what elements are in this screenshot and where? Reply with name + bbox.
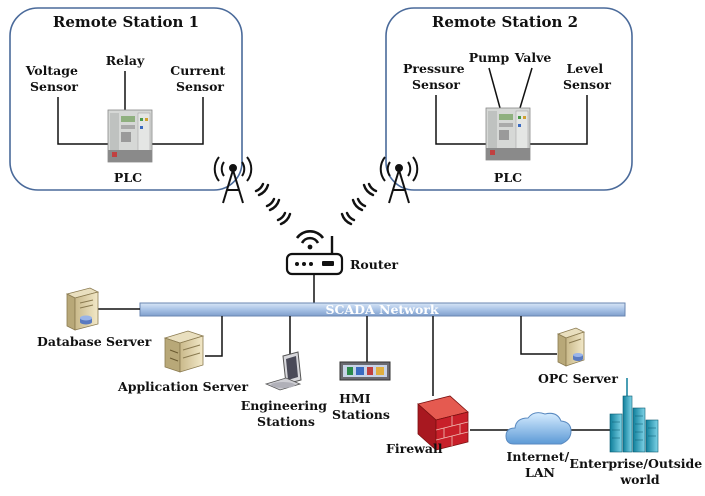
hmi-stations-label: HMI Stations [332,391,390,422]
valve-label: Valve [514,50,552,65]
station-1-frame [9,7,243,191]
plc-1-icon [107,109,153,163]
plc-1-label: PLC [114,170,142,185]
pressure-sensor-label: Pressure Sensor [403,61,469,92]
voltage-wire [57,97,108,145]
application-server-icon [163,330,205,373]
wireless-signal-left [254,182,292,226]
application-server-label: Application Server [117,379,248,394]
relay-label: Relay [106,53,145,68]
opc-server-label: OPC Server [538,371,618,386]
enterprise-label: Enterprise/Outside world [569,456,705,487]
pressure-wire [435,95,486,145]
level-wire [530,95,588,145]
firewall-icon [417,395,469,451]
internet-lan-label: Internet/ LAN [507,449,574,480]
station-1-title: Remote Station 1 [53,13,199,31]
current-sensor-label: Current Sensor [170,63,229,94]
engineering-stations-label: Engineering Stations [241,398,332,429]
remote-station-1: Remote Station 1 Voltage Sensor Relay Cu… [9,7,243,191]
plc-2-icon [485,107,531,161]
bus-connectors [97,308,612,431]
pump-label: Pump [469,50,510,65]
cloud-icon [505,412,572,445]
router-icon [285,230,344,276]
voltage-sensor-label: Voltage Sensor [25,63,83,94]
station-2-frame [385,7,633,191]
antenna-left-icon [213,156,253,204]
valve-wire [519,67,533,109]
scada-network-label: SCADA Network [325,302,438,317]
antenna-right-icon [379,156,419,204]
hmi-station-icon [339,361,391,381]
database-server-label: Database Server [37,334,152,349]
enterprise-building-icon [609,378,659,453]
engineering-station-icon [264,351,302,391]
database-server-icon [65,287,100,331]
remote-station-2: Remote Station 2 Pressure Sensor Pump Va… [385,7,633,191]
current-wire [152,97,204,145]
station-2-title: Remote Station 2 [432,13,578,31]
plc-2-label: PLC [494,170,522,185]
router-label: Router [350,257,399,272]
level-sensor-label: Level Sensor [563,61,611,92]
pump-wire [488,67,501,109]
wireless-signal-right [340,182,378,226]
firewall-label: Firewall [386,441,443,456]
opc-server-icon [556,327,586,367]
